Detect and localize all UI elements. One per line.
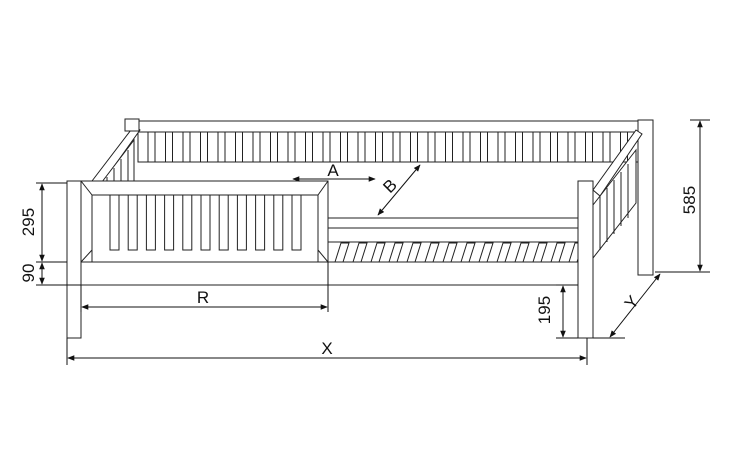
- bed-frame: [66, 118, 654, 339]
- guard-slat: [145, 194, 156, 251]
- dim-y: [609, 273, 661, 338]
- label-585: 585: [680, 186, 699, 214]
- label-90: 90: [19, 264, 38, 283]
- label-x: X: [321, 339, 332, 358]
- front-beam: [80, 261, 579, 286]
- guard-slats: [109, 194, 302, 251]
- guard-slat: [164, 194, 175, 251]
- label-295: 295: [19, 208, 38, 236]
- guard-slat: [218, 194, 229, 251]
- guard-slat: [109, 194, 120, 251]
- label-b: B: [379, 175, 400, 196]
- dimension-lines: [36, 119, 710, 365]
- left-front-post: [66, 180, 82, 339]
- right-back-post: [637, 119, 654, 276]
- slat-base: [327, 241, 579, 263]
- middle-rail: [327, 217, 579, 229]
- guard-slat: [127, 194, 138, 251]
- left-back-post: [124, 118, 140, 132]
- guard-slat: [236, 194, 247, 251]
- dim-b: [377, 164, 421, 216]
- guard-slat: [273, 194, 284, 251]
- label-r: R: [197, 288, 209, 307]
- guard-slat: [182, 194, 193, 251]
- back-slats: [147, 132, 628, 162]
- dimension-labels: 585 295 90 195 R X A B Y: [19, 161, 699, 358]
- back-slat-panel: [137, 131, 641, 163]
- back-top-rail: [137, 120, 641, 133]
- guard-slat: [200, 194, 211, 251]
- guard-slat: [255, 194, 266, 251]
- label-195: 195: [535, 296, 554, 324]
- right-front-post: [577, 180, 594, 339]
- label-a: A: [327, 161, 339, 180]
- guard-slat: [291, 194, 302, 251]
- label-y: Y: [621, 292, 643, 313]
- right-side-rail: [592, 129, 643, 197]
